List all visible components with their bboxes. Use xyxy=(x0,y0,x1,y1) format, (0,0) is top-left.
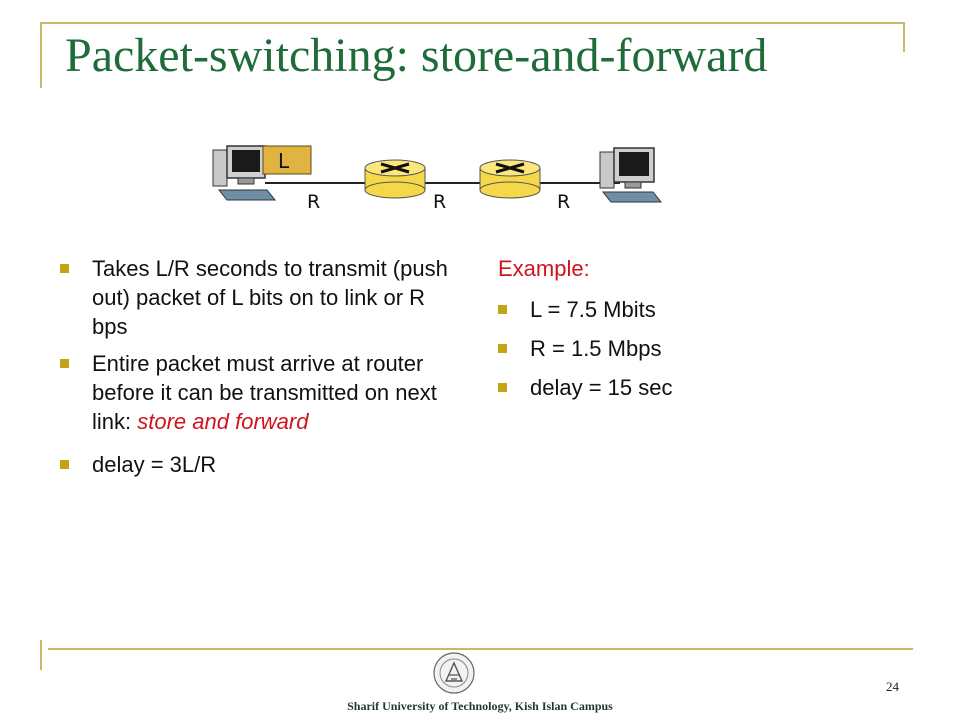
example-item: L = 7.5 Mbits xyxy=(498,295,798,324)
bullet-square-icon xyxy=(60,264,69,273)
packet-box xyxy=(262,145,312,175)
footer-tick-line xyxy=(40,640,42,670)
footer-line xyxy=(48,648,913,650)
packet-label: L xyxy=(278,149,290,173)
bullet-text: Takes L/R seconds to transmit (push out)… xyxy=(92,256,448,339)
example-text: L = 7.5 Mbits xyxy=(530,297,656,322)
store-and-forward-emphasis: store and forward xyxy=(137,409,309,434)
left-bullet-list: Takes L/R seconds to transmit (push out)… xyxy=(60,254,460,479)
example-text: R = 1.5 Mbps xyxy=(530,336,662,361)
bullet-square-icon xyxy=(498,344,507,353)
example-heading: Example: xyxy=(498,256,590,281)
university-logo-icon xyxy=(433,652,475,694)
page-number: 24 xyxy=(886,679,899,694)
bullet-text: delay = 3L/R xyxy=(92,452,217,477)
bullet-square-icon xyxy=(498,383,507,392)
bullet-item: Entire packet must arrive at router befo… xyxy=(60,349,460,436)
frame-left-line xyxy=(40,22,42,88)
link-label-3: R xyxy=(557,191,570,213)
bullet-item: Takes L/R seconds to transmit (push out)… xyxy=(60,254,460,341)
network-diagram: L R R R xyxy=(212,145,663,213)
bullet-square-icon xyxy=(498,305,507,314)
example-item: delay = 15 sec xyxy=(498,373,798,402)
router-2-icon xyxy=(479,159,541,199)
router-1-icon xyxy=(364,159,426,199)
example-item: R = 1.5 Mbps xyxy=(498,334,798,363)
bullet-square-icon xyxy=(60,460,69,469)
bullet-item: delay = 3L/R xyxy=(60,450,460,479)
bullet-text: Entire packet must arrive at router befo… xyxy=(92,351,437,434)
link-label-2: R xyxy=(433,191,446,213)
frame-top-line xyxy=(40,22,905,24)
example-text: delay = 15 sec xyxy=(530,375,673,400)
link-label-1: R xyxy=(307,191,320,213)
sender-computer-icon xyxy=(212,145,277,201)
bullet-square-icon xyxy=(60,359,69,368)
receiver-computer-icon xyxy=(599,147,663,203)
slide-title: Packet-switching: store-and-forward xyxy=(65,29,768,82)
example-section: Example: L = 7.5 Mbits R = 1.5 Mbps dela… xyxy=(498,254,798,412)
footer-institution: Sharif University of Technology, Kish Is… xyxy=(347,699,613,713)
frame-right-line xyxy=(903,22,905,52)
